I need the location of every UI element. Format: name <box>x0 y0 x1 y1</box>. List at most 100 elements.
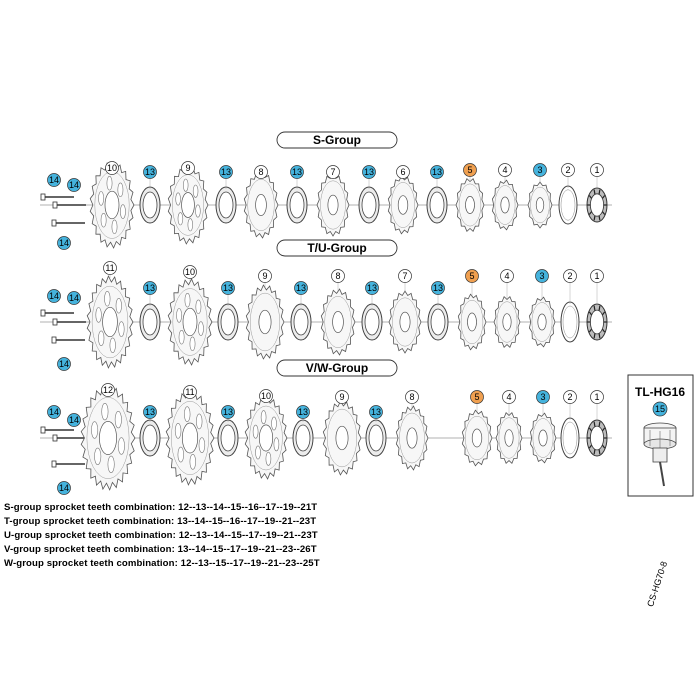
fixing-bolt <box>52 434 86 442</box>
callout-number: 14 <box>59 359 69 369</box>
callout: 14 <box>67 178 81 192</box>
callout: 5 <box>465 269 479 283</box>
sprocket <box>316 173 350 237</box>
callout: 11 <box>183 385 197 399</box>
callout: 14 <box>47 289 61 303</box>
lockring-tool-illustration <box>643 422 677 487</box>
callout: 14 <box>47 405 61 419</box>
callout-number: 1 <box>594 271 599 281</box>
lockring <box>586 282 608 341</box>
combination-s: S-group sprocket teeth combination: 12--… <box>4 502 318 513</box>
combination-u: U-group sprocket teeth combination: 12--… <box>4 530 318 541</box>
callout: 3 <box>536 390 550 404</box>
callout-number: 7 <box>330 167 335 177</box>
spacer <box>292 418 314 457</box>
callout: 2 <box>563 269 577 283</box>
callout-number: 5 <box>467 165 472 175</box>
callout: 13 <box>143 405 157 419</box>
sprocket <box>387 175 419 235</box>
callout: 4 <box>498 163 512 177</box>
callout-number: 14 <box>49 291 59 301</box>
callout: 11 <box>103 261 117 275</box>
callout-number: 13 <box>292 167 302 177</box>
callout: 12 <box>101 383 115 397</box>
callout-number: 13 <box>298 407 308 417</box>
fixing-bolt <box>51 219 85 227</box>
callout-number: 14 <box>69 293 79 303</box>
spacer <box>358 178 380 224</box>
callout-number: 13 <box>223 407 233 417</box>
tool-panel: TL-HG16 15 <box>627 374 694 497</box>
fixing-bolt <box>40 309 74 317</box>
spacer <box>426 178 448 224</box>
callout: 13 <box>430 165 444 179</box>
callout-number: 13 <box>145 167 155 177</box>
callout-number: 13 <box>364 167 374 177</box>
combination-w: W-group sprocket teeth combination: 12--… <box>4 558 320 569</box>
callout: 13 <box>221 281 235 295</box>
callout: 10 <box>259 389 273 403</box>
callout: 13 <box>294 281 308 295</box>
group-label-text: T/U-Group <box>307 241 366 255</box>
callout: 13 <box>369 405 383 419</box>
callout-number: 13 <box>433 283 443 293</box>
callout: 14 <box>47 173 61 187</box>
model-code: CS-HG70-8 <box>645 560 669 608</box>
callout-number: 13 <box>145 407 155 417</box>
sprocket <box>455 176 485 232</box>
combination-v: V-group sprocket teeth combination: 13--… <box>4 544 317 555</box>
washer <box>560 403 580 459</box>
callout: 14 <box>57 357 71 371</box>
sprocket <box>320 282 356 356</box>
fixing-bolt <box>52 318 86 326</box>
callout: 13 <box>219 165 233 179</box>
callout-number: 13 <box>432 167 442 177</box>
callout: 4 <box>500 269 514 283</box>
spacer <box>139 178 161 224</box>
callout-number: 14 <box>59 483 69 493</box>
callout-number: 8 <box>258 167 263 177</box>
sprocket <box>245 282 285 360</box>
callout: 13 <box>362 165 376 179</box>
callout: 9 <box>335 390 349 404</box>
washer <box>558 176 578 225</box>
sprocket <box>243 171 279 239</box>
callout: 14 <box>57 481 71 495</box>
callout: 7 <box>398 269 412 283</box>
callout: 8 <box>254 165 268 179</box>
callout: 13 <box>290 165 304 179</box>
callout: 5 <box>470 390 484 404</box>
sprocket <box>529 403 557 464</box>
sprocket <box>89 161 135 249</box>
lockring <box>586 176 608 223</box>
sprocket <box>491 176 519 231</box>
spacer <box>139 418 161 457</box>
sprocket <box>388 282 422 354</box>
callout-number: 2 <box>567 392 572 402</box>
callout-number: 13 <box>145 283 155 293</box>
fixing-bolt <box>51 336 85 344</box>
callout: 13 <box>143 165 157 179</box>
callout: 13 <box>143 281 157 295</box>
sprocket <box>495 403 523 464</box>
callout-number: 14 <box>49 175 59 185</box>
callout-number: 1 <box>594 392 599 402</box>
callout-number: 5 <box>474 392 479 402</box>
group-label: V/W-Group <box>276 359 398 377</box>
spacer <box>286 178 308 224</box>
callout-number: 11 <box>185 387 194 397</box>
fixing-bolt <box>40 426 74 434</box>
combination-t: T-group sprocket teeth combination: 13--… <box>4 516 317 527</box>
callout: 6 <box>396 165 410 179</box>
callout: 3 <box>535 269 549 283</box>
callout: 13 <box>296 405 310 419</box>
spacer <box>361 294 383 341</box>
tool-title: TL-HG16 <box>635 385 685 399</box>
callout: 10 <box>105 161 119 175</box>
group-label-text: V/W-Group <box>306 361 368 375</box>
callout-number: 7 <box>402 271 407 281</box>
callout-number: 10 <box>185 267 195 277</box>
